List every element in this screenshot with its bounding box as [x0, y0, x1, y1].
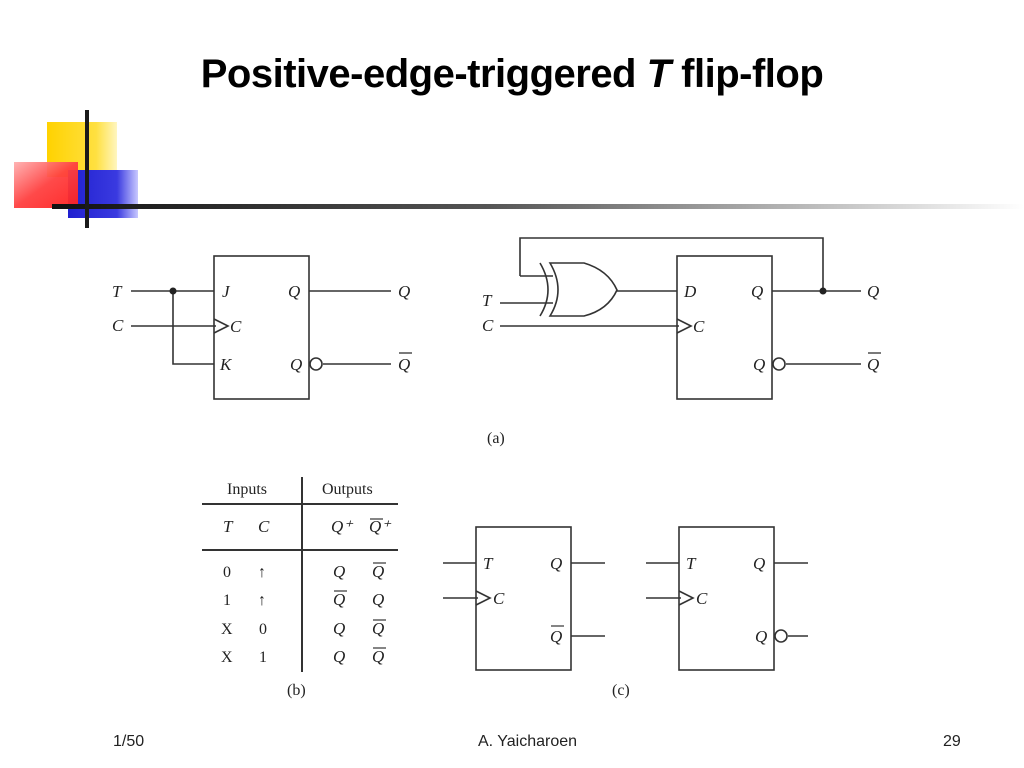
jk-pin-c: C: [230, 317, 242, 336]
caption-b: (b): [287, 682, 306, 699]
truth-table-header-outputs: Outputs: [322, 481, 373, 498]
jk-input-c-label: C: [112, 316, 124, 335]
jk-flip-flop-box: [213, 255, 310, 400]
title-italic-t: T: [646, 52, 671, 96]
t-symbol-1-pin-qbar: Q: [550, 627, 562, 646]
truth-row-2-t: 1: [223, 592, 231, 609]
d-pin-q: Q: [751, 282, 763, 301]
truth-table-col-qplus: Q⁺: [331, 517, 354, 536]
decor-vertical-rule: [85, 110, 89, 228]
truth-row-3-q: Q: [333, 619, 345, 638]
truth-row-1-q: Q: [333, 562, 345, 581]
truth-row-3-t: X: [221, 621, 233, 638]
t-symbol-2-pin-t: T: [686, 554, 697, 573]
jk-pin-k: K: [219, 355, 233, 374]
d-inverted-output-bubble: [772, 357, 786, 371]
d-input-t-label: T: [482, 291, 493, 310]
truth-row-1-c: ↑: [258, 564, 266, 581]
t-symbol-2-pin-c: C: [696, 589, 708, 608]
t-symbol-1-pin-c: C: [493, 589, 505, 608]
caption-a: (a): [487, 430, 505, 447]
jk-inverted-output-bubble: [309, 357, 323, 371]
decor-blue-square: [68, 170, 138, 218]
truth-row-3-qbar: Q: [372, 619, 384, 638]
jk-input-t-label: T: [112, 282, 123, 301]
footer-page-number: 29: [943, 733, 961, 750]
t-symbol-2-inverted-output-bubble: [774, 629, 788, 643]
jk-pin-j: J: [222, 282, 231, 301]
truth-row-3-c: 0: [259, 621, 267, 638]
xor-gate: [548, 262, 618, 317]
truth-row-2-qbar: Q: [372, 590, 384, 609]
truth-row-4-q: Q: [333, 647, 345, 666]
t-symbol-1-pin-t: T: [483, 554, 494, 573]
t-symbol-1-pin-q: Q: [550, 554, 562, 573]
d-input-c-label: C: [482, 316, 494, 335]
t-symbol-2-pin-q: Q: [753, 554, 765, 573]
d-pin-d: D: [683, 282, 697, 301]
caption-c: (c): [612, 682, 630, 699]
d-pin-c: C: [693, 317, 705, 336]
truth-table-col-c: C: [258, 517, 270, 536]
d-output-q-label: Q: [867, 282, 879, 301]
d-pin-qbar: Q: [753, 355, 765, 374]
truth-row-1-t: 0: [223, 564, 231, 581]
decor-horizontal-rule: [52, 204, 1024, 209]
jk-output-qbar-label: Q: [398, 355, 410, 374]
footer-slide-count: 1/50: [113, 733, 145, 750]
t-symbol-2-pin-qbar: Q: [755, 627, 767, 646]
truth-row-4-t: X: [221, 649, 233, 666]
jk-junction-dot: [169, 287, 177, 295]
jk-pin-qbar: Q: [290, 355, 302, 374]
truth-row-1-qbar: Q: [372, 562, 384, 581]
truth-row-4-c: 1: [259, 649, 267, 666]
footer-author: A. Yaicharoen: [478, 733, 578, 750]
jk-output-q-label: Q: [398, 282, 410, 301]
slide-title: Positive-edge-triggered T flip-flop: [0, 52, 1024, 97]
truth-table-header-inputs: Inputs: [227, 481, 267, 498]
truth-row-2-c: ↑: [258, 592, 266, 609]
d-output-qbar-label: Q: [867, 355, 879, 374]
d-flip-flop-box: [676, 255, 773, 400]
truth-table-col-t: T: [223, 517, 234, 536]
title-suffix: flip-flop: [670, 52, 824, 96]
truth-row-4-qbar: Q: [372, 647, 384, 666]
truth-table-col-qbarplus: Q⁺: [369, 517, 392, 536]
jk-pin-q: Q: [288, 282, 300, 301]
truth-row-2-q: Q: [333, 590, 345, 609]
decor-red-square: [14, 162, 78, 208]
d-feedback-junction-dot: [819, 287, 827, 295]
title-prefix: Positive-edge-triggered: [200, 52, 647, 96]
